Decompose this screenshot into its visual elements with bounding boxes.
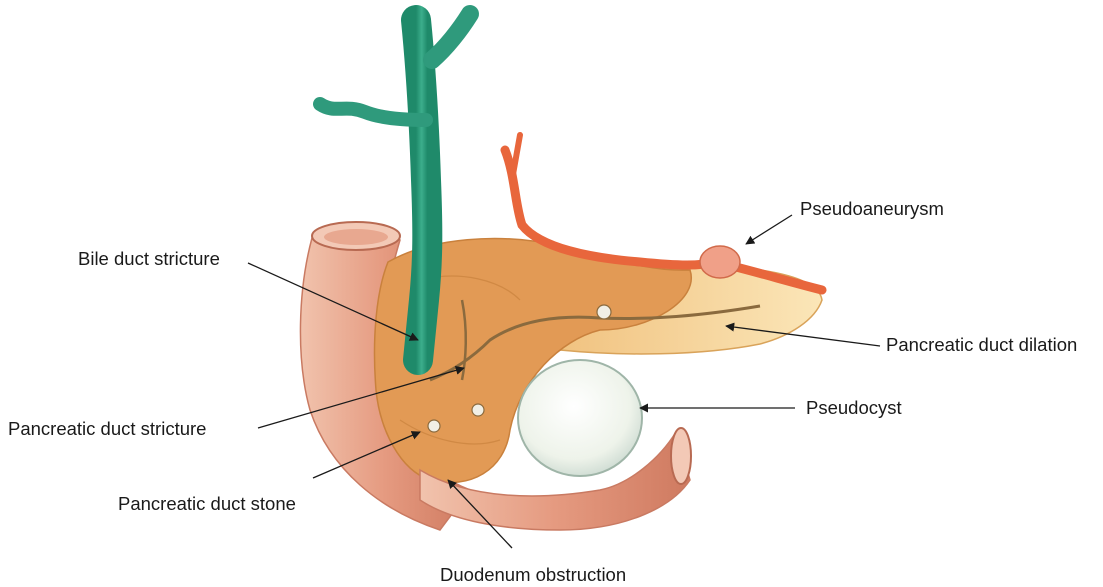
pseudoaneurysm-bulge xyxy=(700,246,740,278)
label-pancreatic-duct-stone: Pancreatic duct stone xyxy=(118,495,296,514)
duodenum-opening-end xyxy=(671,428,691,484)
bile-duct xyxy=(416,20,427,360)
label-pancreatic-duct-dilation: Pancreatic duct dilation xyxy=(886,336,1077,355)
label-pancreatic-duct-stricture: Pancreatic duct stricture xyxy=(8,420,206,439)
label-pseudoaneurysm: Pseudoaneurysm xyxy=(800,200,944,219)
pseudocyst xyxy=(518,360,642,476)
bile-duct-branch-right xyxy=(432,14,470,60)
arrow-pseudoaneurysm xyxy=(746,215,792,244)
label-pseudocyst: Pseudocyst xyxy=(806,399,902,418)
label-bile-duct-stricture: Bile duct stricture xyxy=(78,250,220,269)
duct-stone xyxy=(472,404,484,416)
label-duodenum-obstruction: Duodenum obstruction xyxy=(440,566,626,585)
